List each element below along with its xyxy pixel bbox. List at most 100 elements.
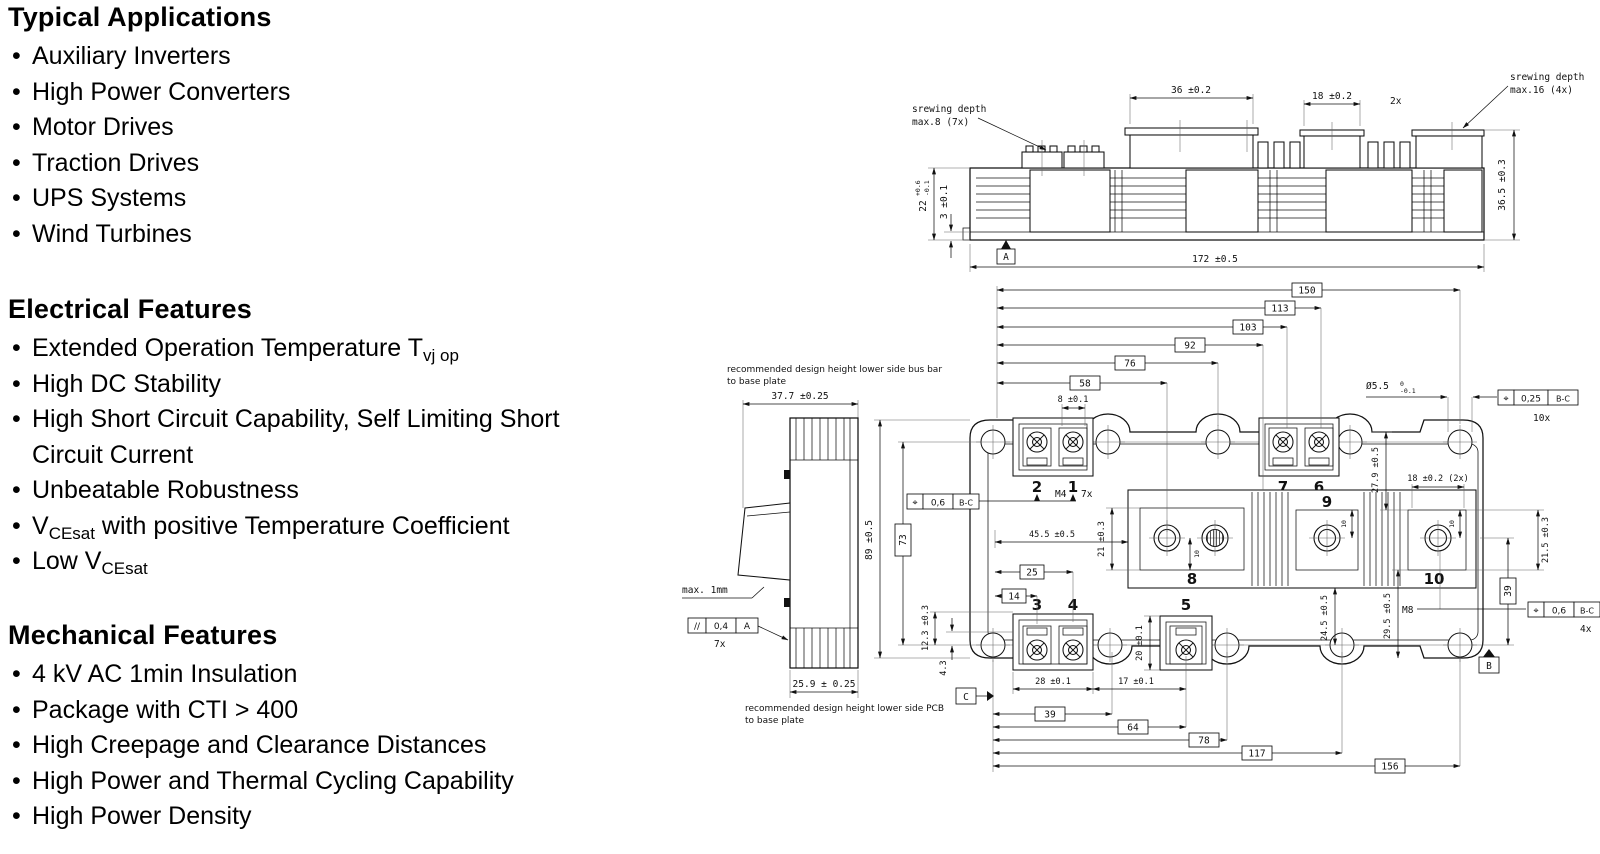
screw-depth-note-right: srewing depth xyxy=(1510,72,1584,83)
datum-a: A xyxy=(1003,252,1009,263)
svg-text:156: 156 xyxy=(1381,762,1398,773)
dim-18: 18 ±0.2 xyxy=(1312,91,1352,102)
list-item: Extended Operation Temperature Tvj op xyxy=(6,331,630,367)
datum-c: C xyxy=(963,692,969,703)
svg-text:+0.6: +0.6 xyxy=(914,180,922,196)
svg-text:150: 150 xyxy=(1298,286,1315,297)
screw-depth-note-right: max.16 (4x) xyxy=(1510,85,1573,96)
power-terminal-strip: 8 9 10 xyxy=(1127,489,1477,589)
dim-dia-5-5: Ø5.5 xyxy=(1366,381,1389,392)
dim-10: 10 xyxy=(1193,550,1201,558)
list-item: Wind Turbines xyxy=(6,217,630,253)
list-item: Low VCEsat xyxy=(6,544,630,580)
svg-text:64: 64 xyxy=(1127,723,1139,734)
threaded-hole xyxy=(1207,530,1223,546)
dim-37-7: 37.7 ±0.25 xyxy=(771,391,828,402)
list-item: High Power Converters xyxy=(6,75,630,111)
svg-text:⌖: ⌖ xyxy=(912,499,917,509)
svg-text:10x: 10x xyxy=(1533,413,1550,424)
dim-8: 8 ±0.1 xyxy=(1058,395,1089,405)
dim-25: 25 xyxy=(1026,568,1037,579)
list-item: UPS Systems xyxy=(6,181,630,217)
plan-view: 2 1 7 6 3 4 5 xyxy=(864,282,1600,774)
list-item: Traction Drives xyxy=(6,146,630,182)
list-item: 4 kV AC 1min Insulation xyxy=(6,657,630,693)
svg-text:103: 103 xyxy=(1239,323,1256,334)
svg-text:117: 117 xyxy=(1248,749,1265,760)
screw-depth-note-left: max.8 (7x) xyxy=(912,117,969,128)
note-busbar: recommended design height lower side bus… xyxy=(727,365,942,375)
svg-text:⌖: ⌖ xyxy=(1503,395,1508,405)
screw-depth-note-left: srewing depth xyxy=(912,104,986,115)
svg-text:0,4: 0,4 xyxy=(714,622,729,632)
svg-text:92: 92 xyxy=(1184,341,1195,352)
svg-text:B-C: B-C xyxy=(1580,607,1594,616)
parallelism-fcf: // 0,4 A 7x xyxy=(687,617,789,650)
thread-m8: M8 xyxy=(1402,605,1414,616)
svg-text:0,6: 0,6 xyxy=(1552,607,1567,617)
datum-a-triangle xyxy=(1001,240,1011,249)
terminal-label: 8 xyxy=(1187,570,1197,588)
qty-7x: 7x xyxy=(1081,489,1093,500)
svg-text://: // xyxy=(694,622,701,632)
dim-29-5: 29.5 ±0.5 xyxy=(1383,593,1393,639)
dim-39: 39 xyxy=(1503,585,1514,597)
dim-18-2x: 18 ±0.2 (2x) xyxy=(1407,474,1468,484)
dim-36-5: 36.5 ±0.3 xyxy=(1497,159,1508,210)
list-item: Motor Drives xyxy=(6,110,630,146)
position-fcf-m8: ⌖ 0,6 B-C 4x xyxy=(1527,601,1600,635)
dim-10: 10 xyxy=(1340,520,1348,528)
dim-10: 10 xyxy=(1448,520,1456,528)
note-busbar: to base plate xyxy=(727,377,786,387)
list-item: Package with CTI > 400 xyxy=(6,693,630,729)
dim-14: 14 xyxy=(1008,592,1020,603)
svg-text:0: 0 xyxy=(1400,380,1404,388)
dim-20: 20 ±0.1 xyxy=(1135,625,1145,661)
bus-bar-wedge xyxy=(737,502,791,581)
svg-text:113: 113 xyxy=(1271,304,1288,315)
list-item: High DC Stability xyxy=(6,367,630,403)
dim-28: 28 ±0.1 xyxy=(1035,677,1071,687)
terminal-block-7-6: 7 6 xyxy=(1258,417,1340,496)
svg-text:-0.1: -0.1 xyxy=(1400,387,1416,395)
electrical-features-section: Electrical Features Extended Operation T… xyxy=(6,294,630,580)
svg-text:⌖: ⌖ xyxy=(1533,607,1538,617)
terminal-label: 9 xyxy=(1322,493,1332,511)
svg-text:3 ±0.1: 3 ±0.1 xyxy=(939,185,950,220)
list-item: Unbeatable Robustness xyxy=(6,473,630,509)
terminal-label: 1 xyxy=(1068,478,1078,496)
mechanical-features-section: Mechanical Features 4 kV AC 1min Insulat… xyxy=(6,620,630,835)
svg-text:4x: 4x xyxy=(1580,624,1592,635)
dim-25-9: 25.9 ± 0.25 xyxy=(793,679,856,690)
terminal-label: 5 xyxy=(1181,596,1191,614)
terminal-label: 2 xyxy=(1032,478,1042,496)
thread-m4: M4 xyxy=(1055,489,1067,500)
dim-21-5: 21.5 ±0.3 xyxy=(1541,517,1551,563)
bottom-dimension-chain: 39 64 78 117 156 xyxy=(992,652,1461,774)
dim-45-5: 45.5 ±0.5 xyxy=(1029,530,1075,540)
dim-17: 17 ±0.1 xyxy=(1118,677,1154,687)
svg-text:39: 39 xyxy=(1044,710,1056,721)
section-heading: Typical Applications xyxy=(8,2,272,32)
svg-text:78: 78 xyxy=(1198,736,1210,747)
dim-27-9: 27.9 ±0.5 xyxy=(1371,447,1381,493)
section-heading: Electrical Features xyxy=(8,294,252,324)
list-item: High Short Circuit Capability, Self Limi… xyxy=(6,402,630,473)
dim-24-5: 24.5 ±0.5 xyxy=(1320,595,1330,641)
svg-text:-0.1: -0.1 xyxy=(923,180,931,196)
dim-36: 36 ±0.2 xyxy=(1171,85,1211,96)
dim-12-3: 12.3 ±0.3 xyxy=(921,605,931,651)
list-item: High Power and Thermal Cycling Capabilit… xyxy=(6,764,630,800)
note-pcb: to base plate xyxy=(745,716,804,726)
dim-21: 21 ±0.3 xyxy=(1097,521,1107,557)
position-fcf-left: ⌖ 0,6 B-C xyxy=(906,493,1076,510)
qty-2x: 2x xyxy=(1390,96,1402,107)
terminal-block-3-4: 3 4 xyxy=(1012,596,1094,671)
svg-text:22: 22 xyxy=(918,200,929,211)
svg-text:A: A xyxy=(744,622,751,632)
svg-text:B-C: B-C xyxy=(959,499,973,508)
svg-text:0,25: 0,25 xyxy=(1521,395,1541,405)
position-fcf-holes: ⌖ 0,25 B-C 10x xyxy=(1497,389,1579,424)
